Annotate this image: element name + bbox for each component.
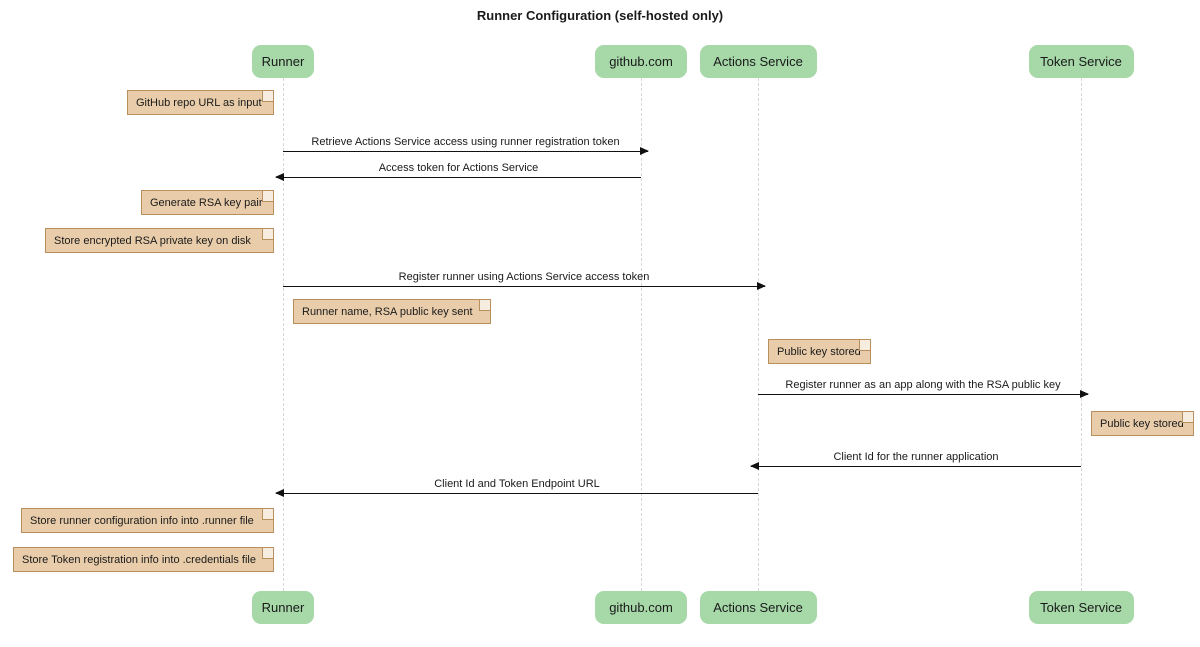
note-n8: Store Token registration info into .cred…	[13, 547, 274, 572]
participant-label: github.com	[609, 54, 673, 69]
participant-runner-bottom[interactable]: Runner	[252, 591, 314, 624]
message-label: Client Id for the runner application	[833, 451, 999, 463]
note-n3: Store encrypted RSA private key on disk	[45, 228, 274, 253]
lifeline-runner	[283, 78, 284, 591]
message-label: Client Id and Token Endpoint URL	[434, 478, 600, 490]
message-line	[758, 394, 1088, 395]
note-fold-icon	[262, 548, 273, 559]
arrowhead-icon	[640, 146, 649, 155]
message-line	[276, 177, 641, 178]
note-n1: GitHub repo URL as input	[127, 90, 274, 115]
note-n5: Public key stored	[768, 339, 871, 364]
message-line	[751, 466, 1081, 467]
note-text: Runner name, RSA public key sent	[302, 305, 473, 318]
arrowhead-icon	[750, 461, 759, 470]
participant-token-top[interactable]: Token Service	[1028, 45, 1134, 78]
participant-label: Runner	[261, 54, 305, 69]
note-n4: Runner name, RSA public key sent	[293, 299, 491, 324]
note-text: Store Token registration info into .cred…	[22, 553, 256, 566]
participant-github-top[interactable]: github.com	[595, 45, 687, 78]
note-fold-icon	[262, 229, 273, 240]
participant-label: Runner	[261, 600, 305, 615]
participant-github-bottom[interactable]: github.com	[595, 591, 687, 624]
participant-actions-top[interactable]: Actions Service	[699, 45, 817, 78]
participant-actions-bottom[interactable]: Actions Service	[699, 591, 817, 624]
arrowhead-icon	[1080, 389, 1089, 398]
arrowhead-icon	[275, 172, 284, 181]
note-text: Public key stored	[777, 345, 861, 358]
participant-label: Actions Service	[713, 600, 803, 615]
note-fold-icon	[859, 340, 870, 351]
message-line	[276, 493, 758, 494]
note-n2: Generate RSA key pair	[141, 190, 274, 215]
participant-label: Actions Service	[713, 54, 803, 69]
note-fold-icon	[479, 300, 490, 311]
lifeline-github	[641, 78, 642, 591]
participant-label: Token Service	[1040, 54, 1122, 69]
note-text: Generate RSA key pair	[150, 196, 263, 209]
message-label: Retrieve Actions Service access using ru…	[311, 136, 620, 148]
note-text: Store encrypted RSA private key on disk	[54, 234, 251, 247]
note-fold-icon	[1182, 412, 1193, 423]
message-line	[283, 151, 648, 152]
note-fold-icon	[262, 191, 273, 202]
note-n7: Store runner configuration info into .ru…	[21, 508, 274, 533]
message-label: Access token for Actions Service	[378, 162, 539, 174]
arrowhead-icon	[275, 488, 284, 497]
note-text: GitHub repo URL as input	[136, 96, 262, 109]
participant-token-bottom[interactable]: Token Service	[1028, 591, 1134, 624]
message-label: Register runner as an app along with the…	[785, 379, 1061, 391]
message-label: Register runner using Actions Service ac…	[398, 271, 650, 283]
note-fold-icon	[262, 509, 273, 520]
lifeline-actions	[758, 78, 759, 591]
note-n6: Public key stored	[1091, 411, 1194, 436]
lifeline-token	[1081, 78, 1082, 591]
participant-runner-top[interactable]: Runner	[252, 45, 314, 78]
arrowhead-icon	[757, 281, 766, 290]
note-text: Store runner configuration info into .ru…	[30, 514, 254, 527]
message-line	[283, 286, 765, 287]
participant-label: Token Service	[1040, 600, 1122, 615]
note-text: Public key stored	[1100, 417, 1184, 430]
page-title: Runner Configuration (self-hosted only)	[476, 8, 724, 23]
participant-label: github.com	[609, 600, 673, 615]
note-fold-icon	[262, 91, 273, 102]
